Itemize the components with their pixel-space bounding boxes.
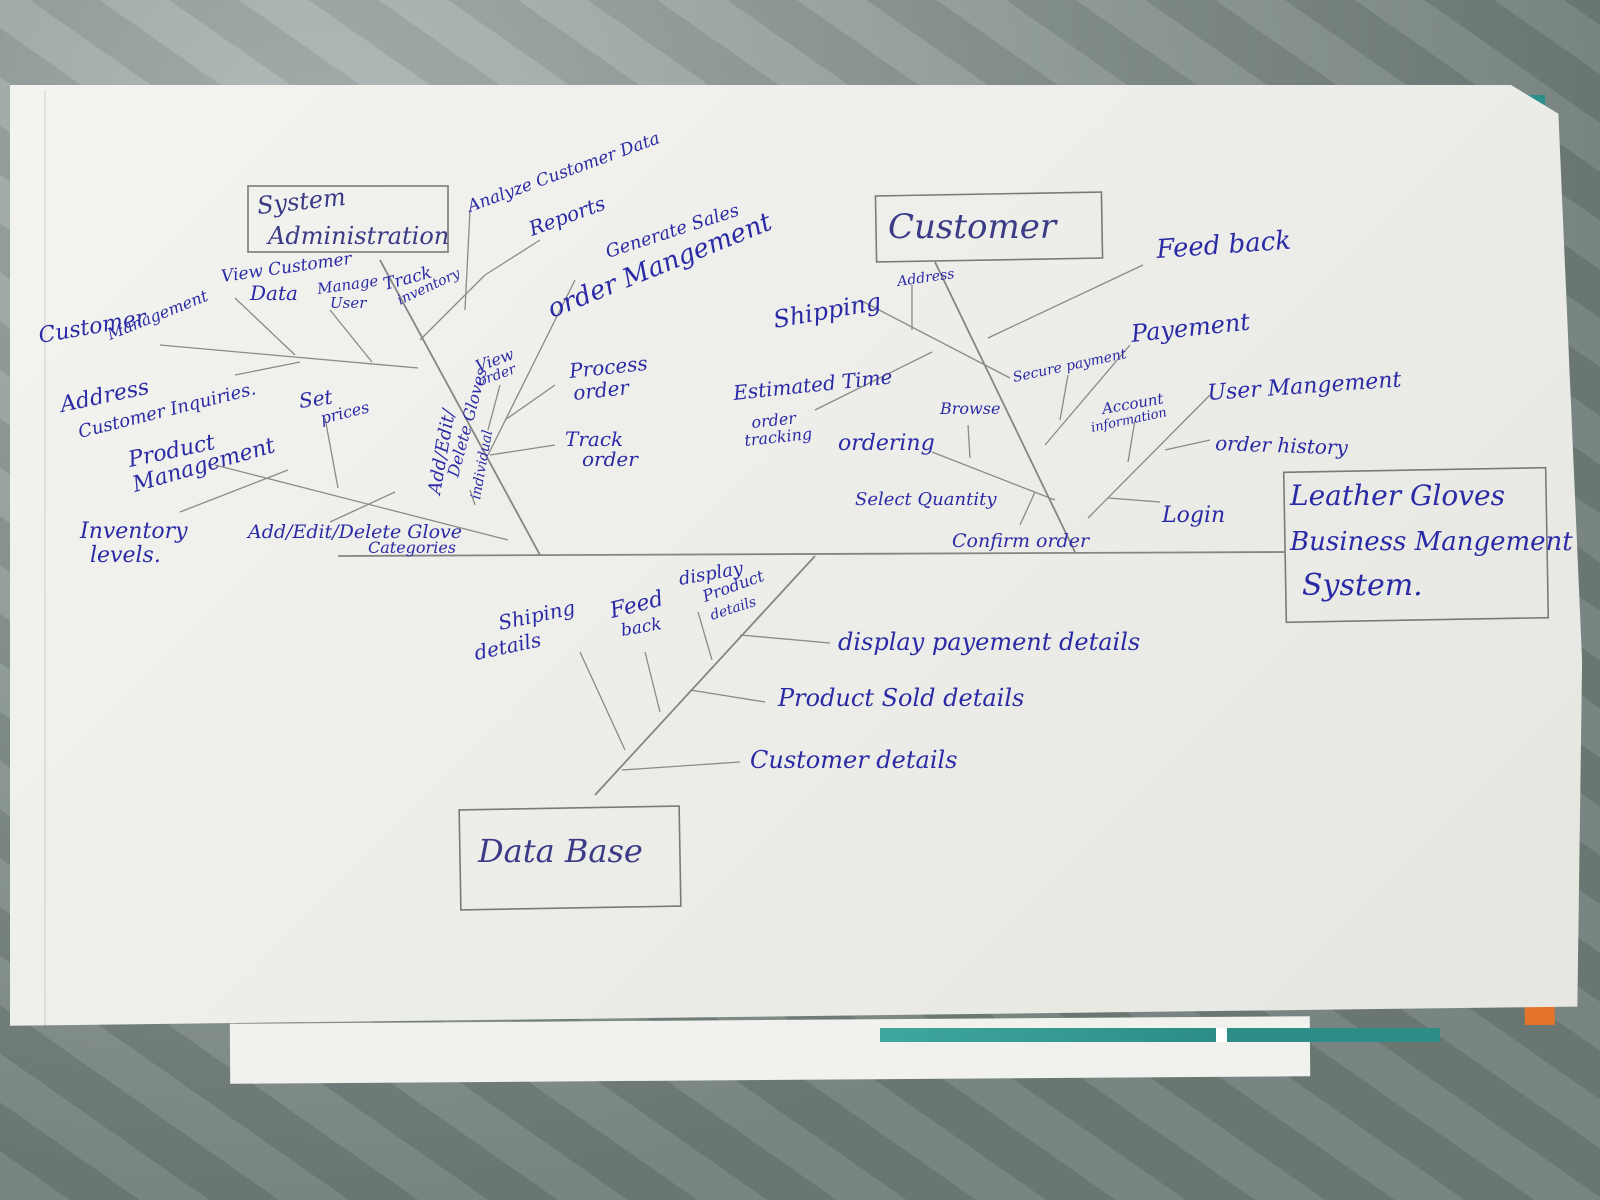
feedback-bone — [987, 264, 1144, 339]
track-order-bone — [489, 444, 556, 456]
view-customer-bone — [234, 297, 296, 356]
set-prices-bone — [324, 417, 339, 489]
order-mgmt-bone — [487, 279, 576, 456]
sysadmin-bone — [379, 259, 541, 556]
label-secure-payment: Secure payment — [1012, 346, 1129, 386]
label-ordering: ordering — [838, 431, 935, 456]
customer-bone — [934, 261, 1076, 553]
database-title: Data Base — [477, 832, 643, 870]
label-process-order-2: order — [572, 375, 631, 405]
shipping-details-bone — [579, 651, 626, 751]
process-order-bone — [504, 384, 556, 421]
secure-payment-bone — [1059, 374, 1069, 421]
label-add-edit-cat-2: Categories — [368, 538, 456, 557]
label-select-quantity: Select Quantity — [855, 489, 997, 510]
label-order-history: order history — [1215, 431, 1349, 460]
label-customer-details: Customer details — [750, 746, 957, 774]
label-inventory-2: levels. — [90, 543, 161, 568]
label-view-customer-2: Data — [249, 281, 298, 305]
select-quantity-bone — [1019, 491, 1036, 526]
label-feedback: Feed back — [1154, 226, 1292, 265]
label-order-tracking-1: order — [750, 408, 798, 432]
label-payment: Payement — [1129, 308, 1252, 348]
individual-bone — [469, 489, 476, 506]
label-confirm-order: Confirm order — [952, 530, 1091, 552]
shipping-bone — [859, 299, 1011, 379]
label-shipping: Shipping — [771, 287, 883, 333]
customer-box — [874, 191, 1104, 263]
paper-fold — [44, 90, 46, 1030]
label-product-sold: Product Sold details — [777, 684, 1024, 712]
add-edit-cat-bone — [329, 491, 396, 523]
customer-details-bone — [621, 761, 741, 771]
feedback-db-bone — [644, 651, 661, 713]
reports-bone-2 — [419, 274, 486, 341]
customer-mgmt-bone — [159, 344, 419, 369]
label-login: Login — [1161, 503, 1225, 528]
label-estimated-time: Estimated Time — [731, 364, 893, 405]
display-payment-bone — [739, 634, 831, 644]
system-administration-box — [247, 185, 449, 253]
customer-title: Customer — [888, 207, 1058, 247]
view-order-bone — [487, 384, 501, 431]
database-bone — [594, 555, 816, 796]
label-track-order-2: order — [582, 447, 639, 471]
sysadmin-title-1: System — [256, 183, 347, 220]
payment-bone — [1044, 344, 1131, 446]
label-shipping-details-2: details — [472, 627, 543, 665]
reports-bone — [484, 239, 541, 276]
order-history-bone — [1164, 439, 1211, 451]
display-product-bone — [697, 611, 713, 661]
estimated-time-bone — [814, 351, 933, 411]
sysadmin-title-2: Administration — [266, 222, 449, 250]
inventory-bone — [179, 469, 289, 513]
manage-user-bone — [329, 309, 373, 363]
label-set-prices-1: Set — [297, 384, 335, 413]
browse-bone — [967, 424, 971, 459]
customer-inquiries-bone — [234, 361, 301, 376]
label-add-edit-cat-1: Add/Edit/Delete Glove — [246, 521, 462, 543]
effect-title-2: Business Mangement — [1289, 527, 1573, 557]
login-bone — [1107, 497, 1161, 503]
label-browse: Browse — [939, 399, 1000, 418]
product-mgmt-bone — [214, 464, 509, 541]
label-inventory-1: Inventory — [79, 519, 188, 544]
product-sold-bone — [689, 689, 766, 703]
folder-strip — [880, 1028, 1440, 1042]
label-reports: Reports — [525, 191, 609, 241]
effect-box — [1282, 466, 1550, 624]
paper-sheet — [10, 85, 1583, 1026]
label-track-order-1: Track — [565, 427, 623, 451]
data-base-box — [458, 805, 682, 911]
label-user-mgmt: User Mangement — [1207, 367, 1403, 405]
account-info-bone — [1127, 419, 1136, 463]
label-display-payment: display payement details — [838, 628, 1140, 656]
main-spine — [337, 551, 1286, 557]
effect-title-3: System. — [1302, 568, 1423, 603]
label-manage-user-2: User — [330, 294, 367, 312]
effect-title-1: Leather Gloves — [1289, 479, 1505, 512]
